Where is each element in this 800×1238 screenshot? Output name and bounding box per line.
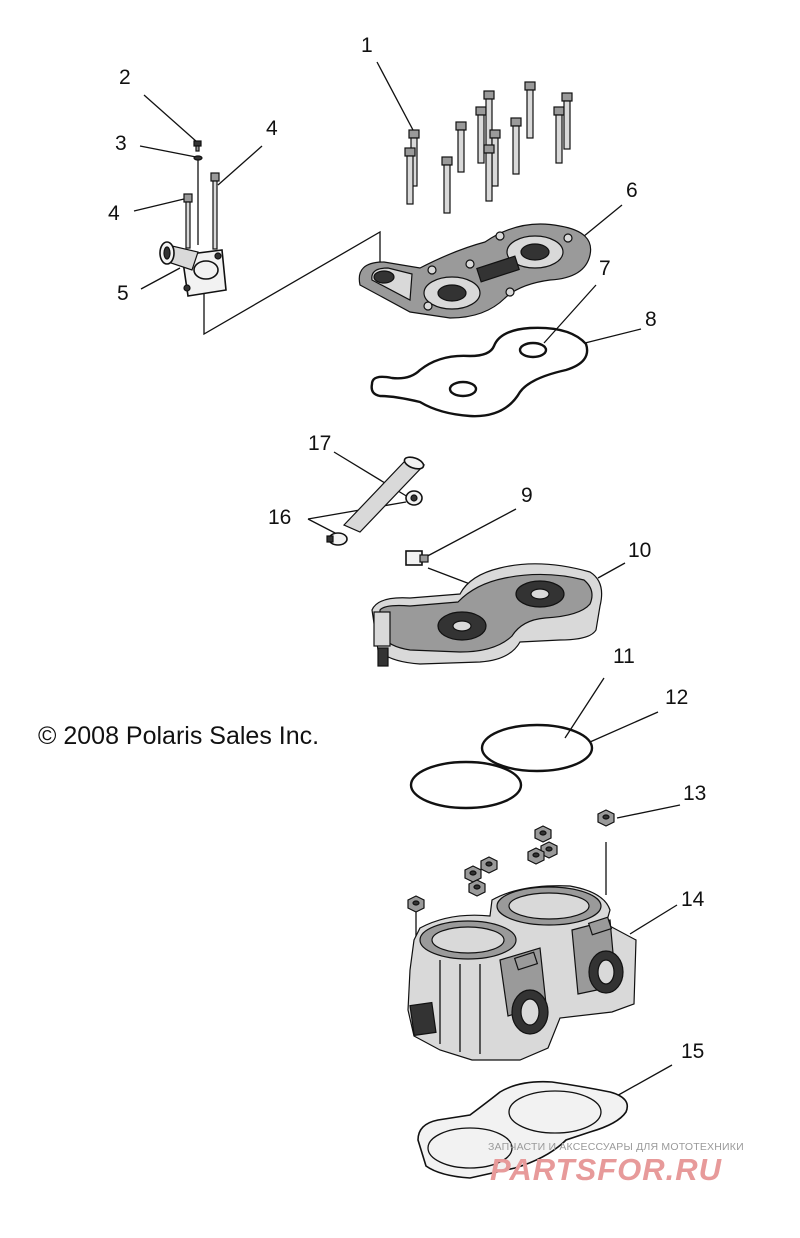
callout-9: 9 — [521, 484, 533, 507]
watermark-tagline: ЗАПЧАСТИ И АКСЕССУАРЫ ДЛЯ МОТОТЕХНИКИ — [488, 1141, 744, 1153]
callout-4-lower: 4 — [108, 202, 120, 225]
watermark-brand: PARTSFOR.RU — [490, 1152, 723, 1187]
callout-14: 14 — [681, 888, 705, 911]
cylinder-o-ring-rear — [480, 723, 594, 773]
bolt-lower — [183, 193, 193, 249]
callout-16: 16 — [268, 506, 291, 529]
copyright-notice: © 2008 Polaris Sales Inc. — [38, 722, 320, 750]
callout-12: 12 — [665, 686, 688, 709]
callout-5: 5 — [117, 282, 129, 305]
base-gasket-bore-rear — [508, 1090, 602, 1134]
bolt-upper — [210, 172, 220, 250]
temperature-sensor — [405, 550, 429, 566]
callout-6: 6 — [626, 179, 638, 202]
callout-15: 15 — [681, 1040, 704, 1063]
callout-17: 17 — [308, 432, 331, 455]
callout-13: 13 — [683, 782, 706, 805]
callout-10: 10 — [628, 539, 651, 562]
cylinder-head — [371, 563, 603, 667]
washer — [193, 155, 203, 161]
small-screw — [193, 140, 202, 152]
callout-7: 7 — [599, 257, 611, 280]
o-ring-lower — [448, 380, 478, 398]
cylinder-head-cover — [358, 223, 592, 319]
callout-4-upper: 4 — [266, 117, 278, 140]
base-gasket — [417, 1080, 629, 1179]
callout-8: 8 — [645, 308, 657, 331]
cylinder-nuts — [407, 809, 615, 913]
callout-1: 1 — [361, 34, 373, 57]
cylinder-o-ring-front — [409, 760, 523, 810]
leader-lines — [133, 61, 681, 1103]
callout-3: 3 — [115, 132, 127, 155]
cylinder-block — [407, 885, 637, 1061]
head-gasket — [370, 326, 589, 418]
base-gasket-bore-front — [427, 1127, 513, 1169]
thermostat-housing — [159, 241, 227, 297]
hose-clamp-upper — [405, 490, 423, 506]
hose-clamp-lower — [326, 532, 348, 546]
callout-11: 11 — [613, 645, 635, 668]
coolant-hose — [342, 456, 426, 533]
callout-2: 2 — [119, 66, 131, 89]
head-bolts — [404, 81, 573, 214]
o-ring-upper — [518, 341, 548, 359]
